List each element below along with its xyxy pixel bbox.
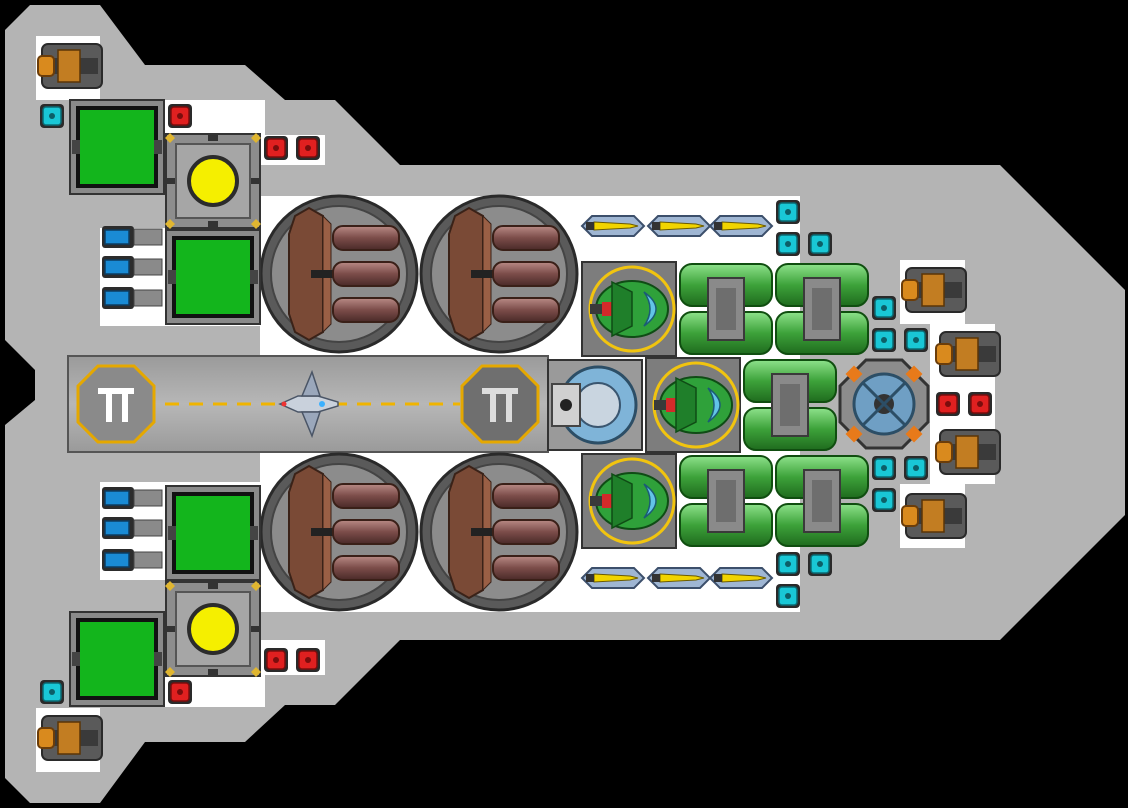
landing-pad-icon[interactable] xyxy=(76,364,156,444)
blue-battery-icon[interactable] xyxy=(102,256,163,278)
green-turret[interactable] xyxy=(581,453,677,549)
red-node-icon[interactable] xyxy=(264,136,288,160)
red-node-icon[interactable] xyxy=(296,648,320,672)
cyan-node-icon[interactable] xyxy=(40,680,64,704)
cyan-node-icon[interactable] xyxy=(40,104,64,128)
thruster[interactable] xyxy=(37,715,103,761)
red-node-icon[interactable] xyxy=(264,648,288,672)
hangar-bay xyxy=(67,355,549,453)
red-node-icon[interactable] xyxy=(296,136,320,160)
missile-pod[interactable] xyxy=(646,215,712,237)
green-tank-cluster[interactable] xyxy=(679,263,869,355)
hangar-door[interactable] xyxy=(547,359,643,451)
shield-generator[interactable] xyxy=(165,133,261,229)
thruster[interactable] xyxy=(901,493,967,539)
missile-launcher[interactable] xyxy=(419,194,579,354)
cyan-node-icon[interactable] xyxy=(872,488,896,512)
cargo-bay[interactable] xyxy=(69,99,165,195)
missile-pod[interactable] xyxy=(646,567,712,589)
thruster[interactable] xyxy=(901,267,967,313)
missile-pod[interactable] xyxy=(580,567,646,589)
blue-battery-icon[interactable] xyxy=(102,226,163,248)
thruster[interactable] xyxy=(37,43,103,89)
cargo-bay[interactable] xyxy=(165,485,261,581)
missile-launcher[interactable] xyxy=(259,194,419,354)
reactor-core-icon[interactable] xyxy=(838,358,930,450)
shield-generator[interactable] xyxy=(165,581,261,677)
cyan-node-icon[interactable] xyxy=(776,584,800,608)
landing-pad-icon[interactable] xyxy=(460,364,540,444)
red-node-icon[interactable] xyxy=(936,392,960,416)
cyan-node-icon[interactable] xyxy=(872,456,896,480)
cyan-node-icon[interactable] xyxy=(776,552,800,576)
green-tank-cluster[interactable] xyxy=(679,455,869,547)
cyan-node-icon[interactable] xyxy=(776,232,800,256)
cyan-node-icon[interactable] xyxy=(776,200,800,224)
green-tank-cluster[interactable] xyxy=(743,359,837,451)
missile-launcher[interactable] xyxy=(419,452,579,612)
blue-battery-icon[interactable] xyxy=(102,549,163,571)
missile-pod[interactable] xyxy=(708,567,774,589)
cyan-node-icon[interactable] xyxy=(904,328,928,352)
red-node-icon[interactable] xyxy=(168,680,192,704)
cyan-node-icon[interactable] xyxy=(904,456,928,480)
red-node-icon[interactable] xyxy=(168,104,192,128)
thruster[interactable] xyxy=(935,331,1001,377)
cyan-node-icon[interactable] xyxy=(808,552,832,576)
cyan-node-icon[interactable] xyxy=(872,296,896,320)
cargo-bay[interactable] xyxy=(69,611,165,707)
missile-pod[interactable] xyxy=(708,215,774,237)
cyan-node-icon[interactable] xyxy=(872,328,896,352)
fighter-ship-icon[interactable] xyxy=(278,369,339,439)
missile-launcher[interactable] xyxy=(259,452,419,612)
missile-pod[interactable] xyxy=(580,215,646,237)
green-turret[interactable] xyxy=(645,357,741,453)
blue-battery-icon[interactable] xyxy=(102,517,163,539)
thruster[interactable] xyxy=(935,429,1001,475)
blue-battery-icon[interactable] xyxy=(102,287,163,309)
cargo-bay[interactable] xyxy=(165,229,261,325)
green-turret[interactable] xyxy=(581,261,677,357)
cyan-node-icon[interactable] xyxy=(808,232,832,256)
blue-battery-icon[interactable] xyxy=(102,487,163,509)
red-node-icon[interactable] xyxy=(968,392,992,416)
